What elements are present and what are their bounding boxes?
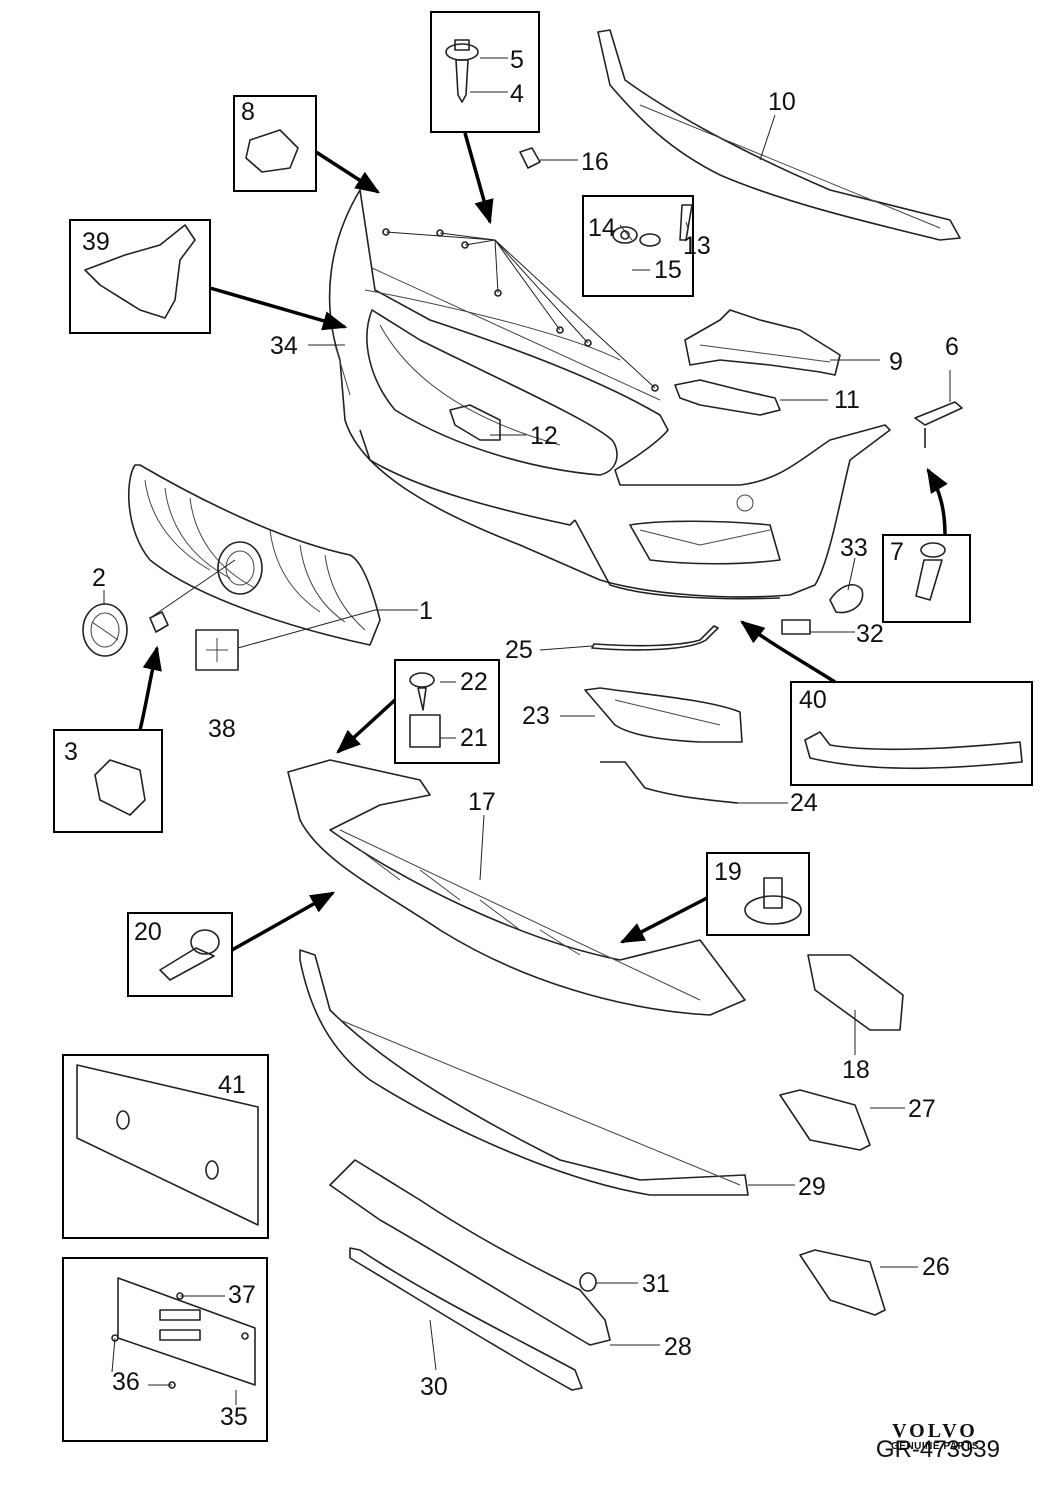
- screw-leaders: [385, 231, 656, 389]
- brand-block: VOLVO GENUINE PARTS: [870, 1420, 1000, 1452]
- undertray-17: [287, 759, 746, 1016]
- label-8: 8: [241, 98, 255, 126]
- label-2: 2: [92, 564, 106, 592]
- label-leaders: [103, 57, 951, 1405]
- trim-strip-25: [591, 625, 719, 651]
- label-7: 7: [890, 538, 904, 566]
- label-28: 28: [664, 1333, 692, 1361]
- bolt-7: [915, 542, 946, 601]
- screw-4-5: [445, 39, 479, 103]
- label-38: 38: [208, 715, 236, 743]
- inset-box-3: [53, 729, 163, 833]
- callout-arrows: [138, 132, 948, 952]
- label-16: 16: [581, 148, 609, 176]
- label-27: 27: [908, 1095, 936, 1123]
- grille: [127, 464, 381, 646]
- label-11: 11: [834, 386, 860, 414]
- label-39: 39: [82, 228, 110, 256]
- bolt-20: [159, 929, 220, 981]
- strip-30: [349, 1247, 583, 1391]
- inset-box-4-5: [430, 11, 540, 133]
- label-14: 14: [588, 214, 616, 242]
- impact-bar: [597, 29, 961, 241]
- inset-box-39: [69, 219, 211, 334]
- label-30: 30: [420, 1373, 448, 1401]
- reference-number: GR-473939: [875, 1436, 1000, 1463]
- label-31: 31: [642, 1270, 670, 1298]
- fog-cover-27: [779, 1089, 871, 1151]
- label-40: 40: [799, 686, 827, 714]
- label-22: 22: [460, 668, 488, 696]
- brand-tagline: GENUINE PARTS: [891, 1441, 979, 1452]
- tow-eye-cap: [829, 584, 864, 614]
- label-29: 29: [798, 1173, 826, 1201]
- label-37: 37: [228, 1281, 256, 1309]
- clip-16: [519, 147, 541, 169]
- bracket-39: [84, 224, 196, 319]
- strip-18: [807, 954, 904, 1031]
- inset-box-7: [882, 534, 971, 623]
- emblem: [82, 603, 128, 657]
- bracket-3: [94, 759, 146, 816]
- label-1: 1: [419, 597, 433, 625]
- trim-24: [600, 761, 739, 804]
- label-17: 17: [468, 788, 496, 816]
- lower-grille-29: [299, 949, 749, 1196]
- label-5: 5: [510, 46, 524, 74]
- part-32: [781, 619, 811, 635]
- label-32: 32: [856, 620, 884, 648]
- trim-40: [804, 731, 1023, 770]
- label-18: 18: [842, 1056, 870, 1084]
- label-3: 3: [64, 738, 78, 766]
- side-bracket: [914, 401, 963, 426]
- fog-frame-23: [584, 687, 743, 743]
- inset-box-8: [233, 95, 317, 192]
- label-19: 19: [714, 858, 742, 886]
- label-23: 23: [522, 702, 550, 730]
- brand-logo: VOLVO: [892, 1420, 978, 1442]
- inset-box-21-22: [394, 659, 500, 764]
- label-41: 41: [218, 1071, 246, 1099]
- label-24: 24: [790, 789, 818, 817]
- label-36: 36: [112, 1368, 140, 1396]
- label-10: 10: [768, 88, 796, 116]
- label-21: 21: [460, 724, 488, 752]
- badge-clip: [149, 611, 169, 633]
- inset-box-20: [127, 912, 233, 997]
- label-4: 4: [510, 80, 524, 108]
- bracket-right: [684, 309, 841, 376]
- bracket-lower: [449, 404, 501, 441]
- spoiler-28: [329, 1159, 611, 1346]
- label-6: 6: [945, 333, 959, 361]
- label-26: 26: [922, 1253, 950, 1281]
- label-9: 9: [889, 348, 903, 376]
- bumper-cover: [328, 189, 891, 600]
- part-numbers: 1 2 3 4 5 6 7 8 9 10 11 12 13 14 15 16 1…: [64, 46, 959, 1431]
- bracket-center: [674, 379, 781, 416]
- clip-21-22: [409, 672, 441, 748]
- label-12: 12: [530, 422, 558, 450]
- label-33: 33: [840, 534, 868, 562]
- fog-cover-26: [799, 1249, 886, 1316]
- nut-31: [579, 1272, 597, 1292]
- inset-box-40: [790, 681, 1033, 786]
- clip-19: [744, 877, 802, 925]
- label-25: 25: [505, 636, 533, 664]
- label-35: 35: [220, 1403, 248, 1431]
- label-15: 15: [654, 256, 682, 284]
- plate-holder-35: [111, 1277, 256, 1389]
- plate-41: [76, 1064, 259, 1226]
- inset-box-35-37: [62, 1257, 268, 1442]
- clip-8: [245, 129, 299, 173]
- inset-box-13-15: [582, 195, 694, 297]
- label-13: 13: [683, 232, 711, 260]
- sensor-cover: [195, 629, 239, 671]
- label-20: 20: [134, 918, 162, 946]
- label-34: 34: [270, 332, 298, 360]
